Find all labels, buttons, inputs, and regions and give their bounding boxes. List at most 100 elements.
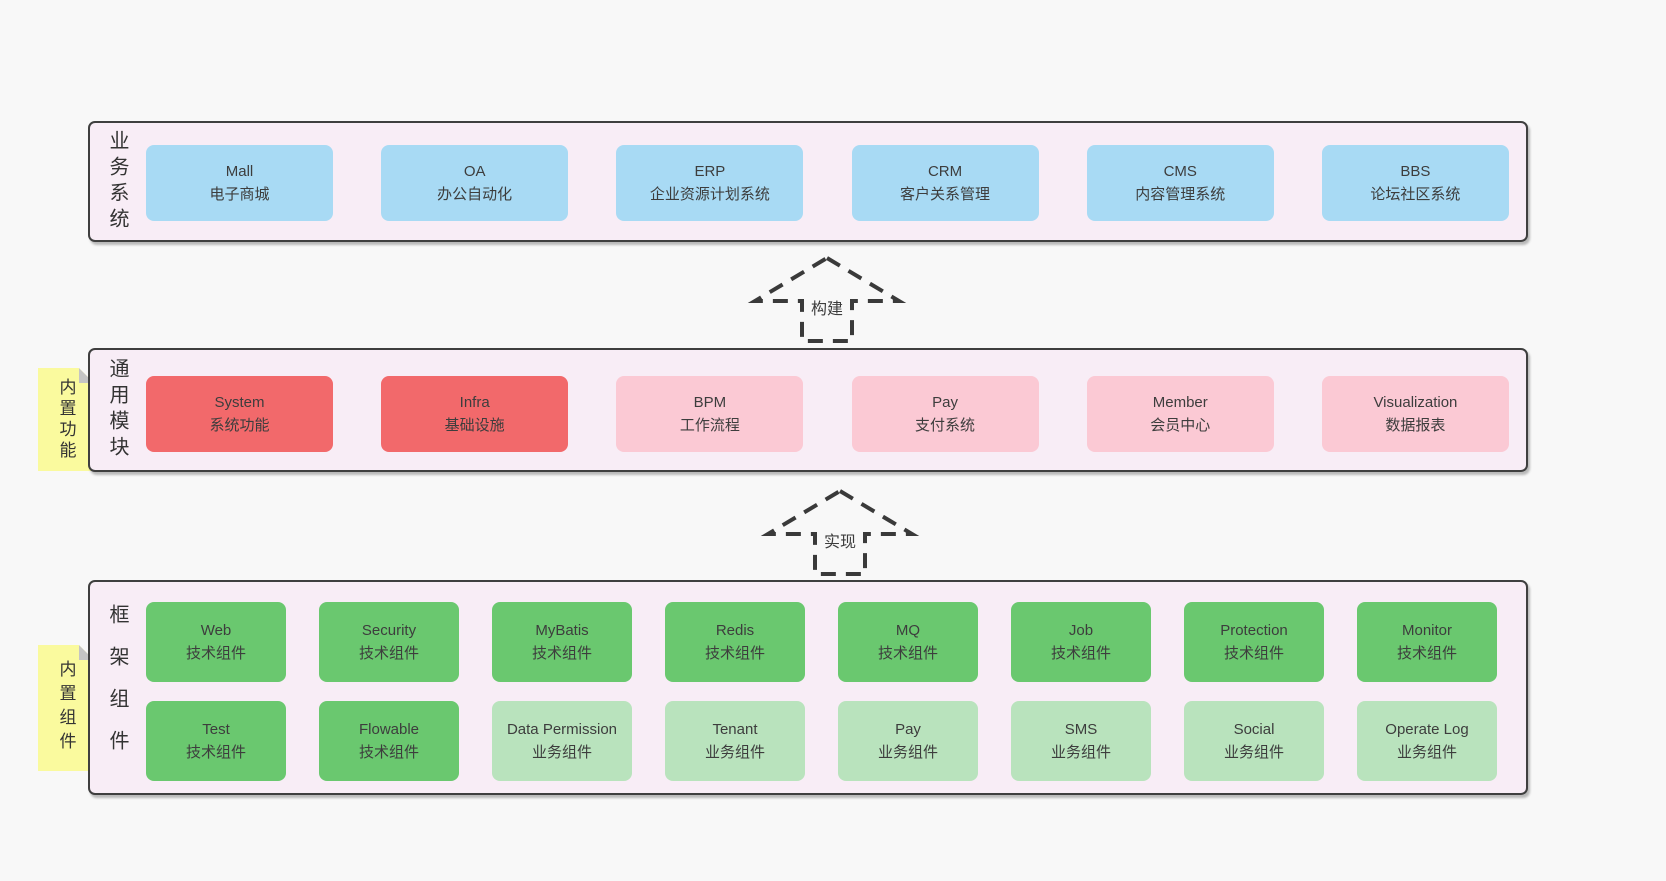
box-subtitle: 数据报表 — [1385, 417, 1446, 434]
box-title: Tenant — [712, 721, 758, 738]
box-title: Infra — [459, 394, 490, 411]
box-title: Protection — [1220, 622, 1288, 639]
box-operate-log: Operate Log 业务组件 — [1357, 701, 1497, 781]
box-redis: Redis 技术组件 — [665, 602, 805, 682]
box-title: CRM — [927, 163, 963, 180]
box-mq: MQ 技术组件 — [838, 602, 978, 682]
business-panel-title: 业务系统 — [106, 129, 128, 234]
box-title: Job — [1068, 622, 1094, 639]
arrow-implement: 实现 — [760, 487, 920, 579]
box-subtitle: 会员中心 — [1150, 417, 1211, 434]
box-title: OA — [463, 163, 486, 180]
sticky-label: 内置组件 — [56, 660, 76, 756]
box-subtitle: 内容管理系统 — [1135, 186, 1226, 203]
box-subtitle: 技术组件 — [877, 645, 938, 662]
box-subtitle: 业务组件 — [704, 744, 765, 761]
box-tenant: Tenant 业务组件 — [665, 701, 805, 781]
box-pay-module: Pay 支付系统 — [851, 376, 1039, 452]
box-data-permission: Data Permission 业务组件 — [492, 701, 632, 781]
box-subtitle: 技术组件 — [531, 645, 592, 662]
sticky-built-in-components: 内置组件 — [38, 645, 94, 771]
box-crm: CRM 客户关系管理 — [851, 145, 1039, 221]
arrow-build-label: 构建 — [807, 294, 847, 320]
box-subtitle: 系统功能 — [209, 417, 270, 434]
box-title: Data Permission — [506, 721, 618, 738]
box-subtitle: 论坛社区系统 — [1370, 186, 1461, 203]
components-row-2: Test 技术组件 Flowable 技术组件 Data Permission … — [146, 701, 1497, 781]
business-boxes-row: Mall 电子商城 OA 办公自动化 ERP 企业资源计划系统 CRM 客户关系… — [146, 145, 1509, 221]
box-title: ERP — [694, 163, 726, 180]
box-job: Job 技术组件 — [1011, 602, 1151, 682]
box-subtitle: 业务组件 — [1050, 744, 1111, 761]
sticky-built-in-features: 内置功能 — [38, 368, 94, 471]
box-title: Web — [200, 622, 232, 639]
box-pay-component: Pay 业务组件 — [838, 701, 978, 781]
box-title: BBS — [1400, 163, 1431, 180]
components-row-1: Web 技术组件 Security 技术组件 MyBatis 技术组件 Redi… — [146, 602, 1497, 682]
box-subtitle: 技术组件 — [358, 645, 419, 662]
box-title: Pay — [932, 394, 958, 411]
box-title: Member — [1152, 394, 1208, 411]
box-subtitle: 技术组件 — [1223, 645, 1284, 662]
box-subtitle: 工作流程 — [679, 417, 740, 434]
box-member: Member 会员中心 — [1086, 376, 1274, 452]
box-title: CMS — [1163, 163, 1197, 180]
panel-common-modules: 通用模块 System 系统功能 Infra 基础设施 BPM 工作流程 Pay… — [88, 348, 1528, 472]
box-subtitle: 基础设施 — [444, 417, 505, 434]
box-title: Social — [1233, 721, 1275, 738]
box-mall: Mall 电子商城 — [146, 145, 333, 221]
box-visualization: Visualization 数据报表 — [1321, 376, 1509, 452]
box-bpm: BPM 工作流程 — [616, 376, 804, 452]
box-security: Security 技术组件 — [319, 602, 459, 682]
box-subtitle: 业务组件 — [1396, 744, 1457, 761]
box-title: SMS — [1064, 721, 1098, 738]
box-subtitle: 电子商城 — [209, 186, 270, 203]
box-mybatis: MyBatis 技术组件 — [492, 602, 632, 682]
box-oa: OA 办公自动化 — [381, 145, 569, 221]
box-subtitle: 技术组件 — [704, 645, 765, 662]
box-title: Security — [361, 622, 417, 639]
box-title: BPM — [693, 394, 727, 411]
box-subtitle: 办公自动化 — [437, 186, 513, 203]
box-title: Pay — [895, 721, 921, 738]
panel-business-systems: 业务系统 Mall 电子商城 OA 办公自动化 ERP 企业资源计划系统 CRM… — [88, 121, 1528, 242]
box-bbs: BBS 论坛社区系统 — [1321, 145, 1509, 221]
box-cms: CMS 内容管理系统 — [1086, 145, 1274, 221]
box-web: Web 技术组件 — [146, 602, 286, 682]
arrow-build: 构建 — [747, 254, 907, 346]
box-title: MyBatis — [535, 622, 589, 639]
box-sms: SMS 业务组件 — [1011, 701, 1151, 781]
box-title: Flowable — [358, 721, 420, 738]
box-title: Monitor — [1401, 622, 1453, 639]
box-title: Redis — [715, 622, 755, 639]
box-subtitle: 技术组件 — [185, 744, 246, 761]
box-title: MQ — [895, 622, 921, 639]
arrow-implement-label: 实现 — [820, 527, 860, 553]
box-subtitle: 支付系统 — [915, 417, 976, 434]
box-social: Social 业务组件 — [1184, 701, 1324, 781]
sticky-label: 内置功能 — [56, 377, 76, 462]
box-title: Test — [202, 721, 230, 738]
modules-boxes-row: System 系统功能 Infra 基础设施 BPM 工作流程 Pay 支付系统… — [146, 376, 1509, 452]
box-test: Test 技术组件 — [146, 701, 286, 781]
box-subtitle: 技术组件 — [1396, 645, 1457, 662]
box-subtitle: 业务组件 — [1223, 744, 1284, 761]
box-system: System 系统功能 — [146, 376, 333, 452]
box-title: System — [214, 394, 265, 411]
components-panel-title: 框架组件 — [106, 603, 128, 772]
box-title: Visualization — [1373, 394, 1458, 411]
box-subtitle: 企业资源计划系统 — [649, 186, 770, 203]
box-monitor: Monitor 技术组件 — [1357, 602, 1497, 682]
modules-panel-title: 通用模块 — [106, 358, 128, 462]
box-title: Operate Log — [1385, 721, 1469, 738]
box-protection: Protection 技术组件 — [1184, 602, 1324, 682]
box-subtitle: 业务组件 — [877, 744, 938, 761]
box-subtitle: 客户关系管理 — [900, 186, 991, 203]
box-flowable: Flowable 技术组件 — [319, 701, 459, 781]
box-subtitle: 业务组件 — [531, 744, 592, 761]
panel-framework-components: 框架组件 Web 技术组件 Security 技术组件 MyBatis 技术组件… — [88, 580, 1528, 795]
box-infra: Infra 基础设施 — [381, 376, 569, 452]
box-erp: ERP 企业资源计划系统 — [616, 145, 804, 221]
box-subtitle: 技术组件 — [358, 744, 419, 761]
box-title: Mall — [225, 163, 254, 180]
